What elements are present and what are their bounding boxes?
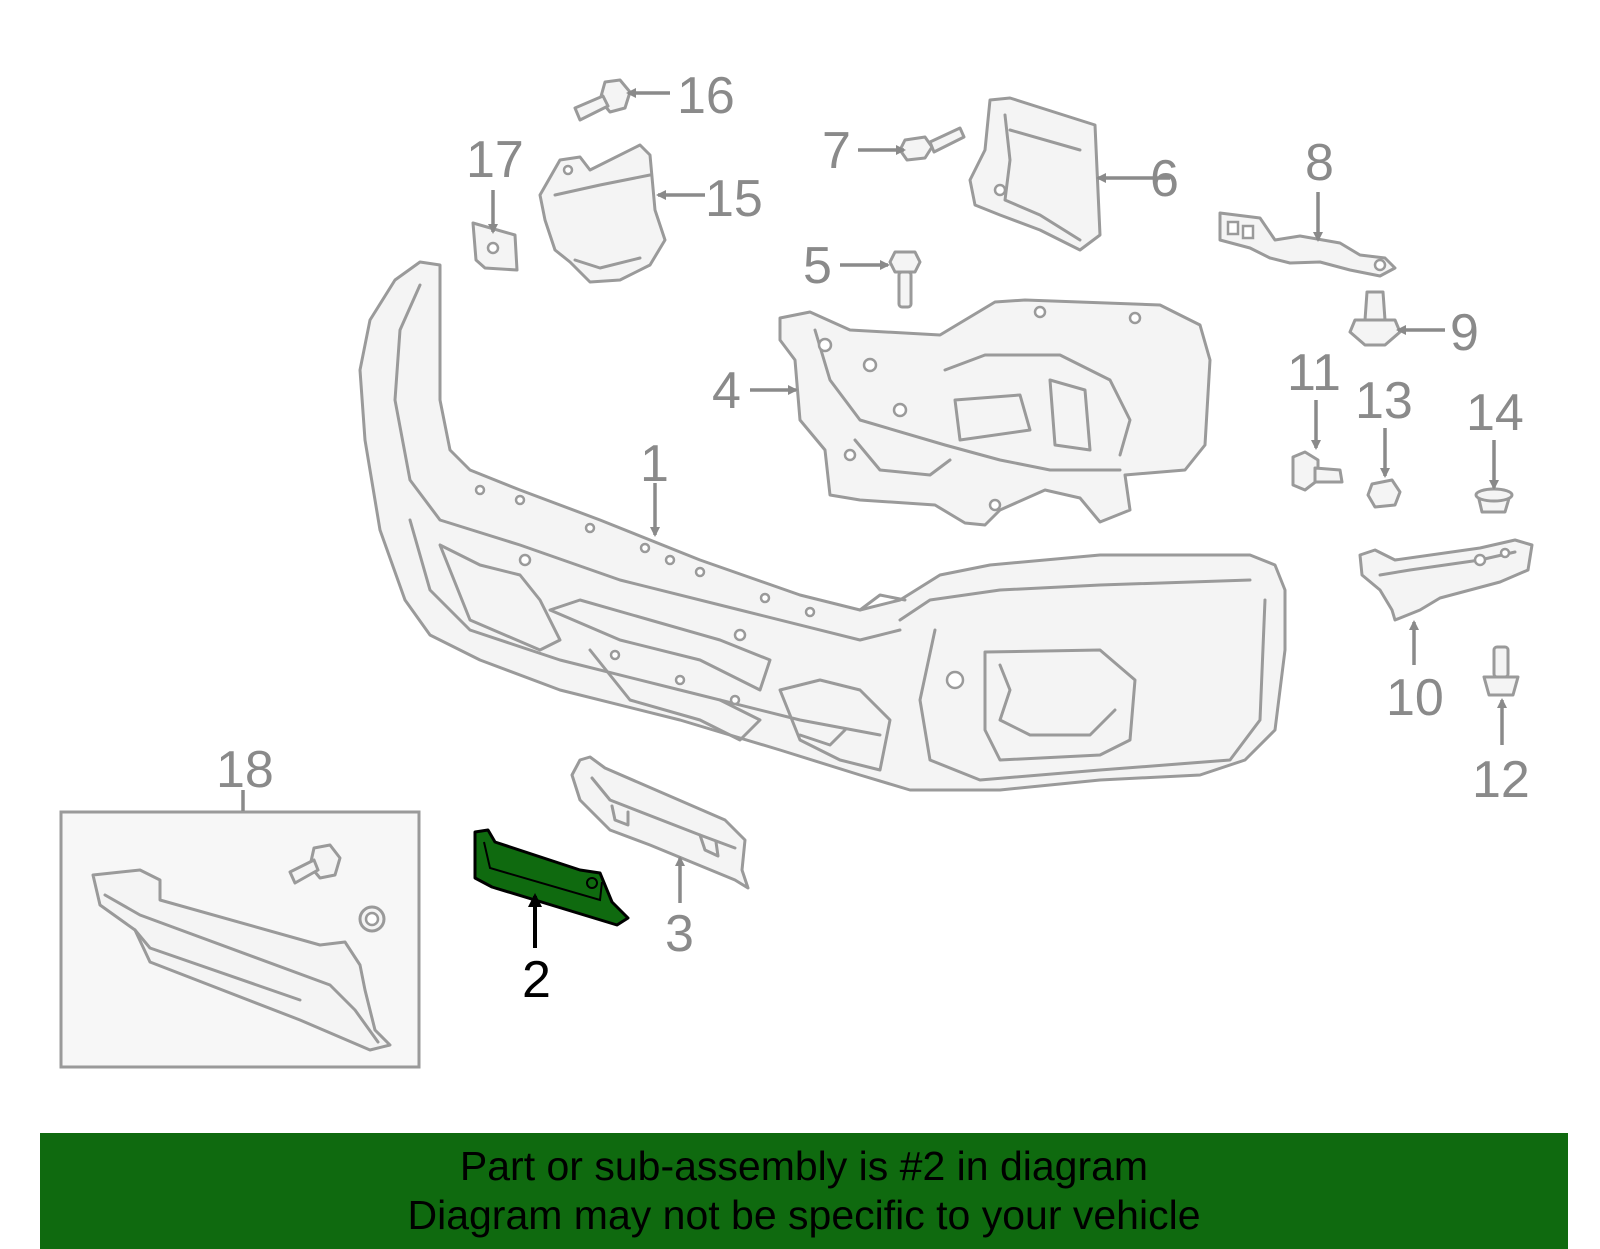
banner-line-part-number: Part or sub-assembly is #2 in diagram <box>459 1143 1149 1189</box>
callout-18: 18 <box>216 741 274 799</box>
callout-2: 2 <box>522 951 551 1009</box>
highlighted-part-2 <box>473 828 630 927</box>
nut-part-13 <box>1366 478 1402 509</box>
bolt-part-5 <box>888 250 922 309</box>
parts-diagram: 1 2 3 4 5 6 7 8 9 10 11 12 13 14 15 16 1… <box>59 67 1534 1069</box>
bolt-part-9 <box>1348 290 1402 347</box>
callout-4: 4 <box>712 362 741 420</box>
callout-17: 17 <box>466 131 524 189</box>
banner-line-disclaimer: Diagram may not be specific to your vehi… <box>407 1192 1201 1238</box>
callout-8: 8 <box>1305 134 1334 192</box>
callout-9: 9 <box>1450 304 1479 362</box>
clip-part-17 <box>471 221 519 272</box>
clip-part-14 <box>1474 487 1514 514</box>
reinforcement-part-4 <box>778 298 1212 527</box>
leader-arrows <box>241 88 1507 948</box>
callout-15: 15 <box>705 170 763 228</box>
callout-7: 7 <box>822 122 851 180</box>
bolt-part-16 <box>573 78 632 122</box>
strap-part-8 <box>1218 211 1397 278</box>
bolt-part-7 <box>898 126 966 162</box>
callout-11: 11 <box>1287 344 1341 402</box>
callout-3: 3 <box>665 905 694 963</box>
bracket-part-15 <box>538 143 667 284</box>
callout-12: 12 <box>1472 751 1530 809</box>
callout-14: 14 <box>1466 384 1524 442</box>
callout-13: 13 <box>1355 372 1413 430</box>
callout-6: 6 <box>1150 150 1179 208</box>
bracket-part-6 <box>968 96 1102 252</box>
callout-labels: 1 2 3 4 5 6 7 8 9 10 11 12 13 14 15 16 1… <box>216 67 1530 1009</box>
callout-1: 1 <box>640 435 669 493</box>
bolt-part-12 <box>1482 645 1520 697</box>
callout-16: 16 <box>677 67 735 125</box>
bracket-part-3 <box>570 755 750 890</box>
inset-box-part-18 <box>59 810 421 1069</box>
bracket-part-10 <box>1358 538 1534 622</box>
callout-10: 10 <box>1386 669 1444 727</box>
info-banner: Part or sub-assembly is #2 in diagram Di… <box>40 1133 1568 1249</box>
bumper-part-1 <box>358 260 1287 792</box>
callout-5: 5 <box>803 237 832 295</box>
bolt-part-11 <box>1291 450 1344 492</box>
